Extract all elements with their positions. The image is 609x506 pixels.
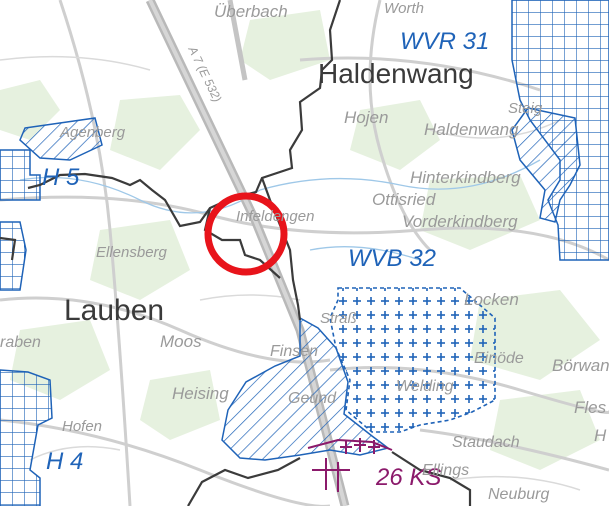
place-label-geund: Geund (288, 390, 337, 407)
place-label-hinterkindberg: Hinterkindberg (410, 168, 521, 187)
place-label-hofen: Hofen (62, 418, 103, 435)
place-label-einode: Einöde (474, 350, 524, 367)
place-label-ellings: Ellings (422, 462, 470, 479)
place-label-h-edge: H (594, 426, 607, 445)
place-label-uberbach: Überbach (214, 2, 288, 21)
place-label-ellensberg: Ellensberg (96, 244, 167, 261)
place-label-moos: Moos (160, 332, 202, 351)
place-label-borwang: Börwang (552, 356, 609, 375)
place-label-finsen: Finsen (270, 343, 319, 360)
place-label-infeldengen: Infeldengen (236, 208, 315, 225)
place-label-lauben: Lauben (64, 294, 165, 327)
plus-zone (329, 287, 496, 433)
place-label-ottisried: Ottisried (372, 190, 436, 209)
place-label-heising: Heising (172, 384, 229, 403)
place-label-fles: Fles (574, 398, 607, 417)
zone-label-wvb32: WVB 32 (348, 245, 437, 272)
place-label-steig: Steig (508, 100, 543, 117)
location-marker[interactable] (204, 192, 288, 276)
purple-zone (307, 438, 393, 492)
zone-label-h5: H 5 (42, 164, 80, 191)
place-label-vorderkindberg: Vorderkindberg (402, 212, 518, 231)
zone-label-wvr31: WVR 31 (400, 28, 490, 55)
place-label-haldenwang: Haldenwang (318, 58, 474, 89)
place-label-welding: Welding (396, 378, 454, 395)
place-label-locken: Locken (464, 290, 519, 309)
place-label-neuburg: Neuburg (488, 486, 550, 503)
place-label-raben: raben (0, 334, 41, 351)
zone-label-26ks: 26 KS (376, 464, 442, 491)
place-label-worth: Worth (384, 0, 425, 17)
place-label-agenberg: Agenberg (60, 124, 126, 141)
place-label-hojen: Hojen (344, 108, 389, 127)
place-label-haldenwang-small: Haldenwang (424, 120, 519, 139)
place-label-staudach: Staudach (452, 434, 520, 451)
place-label-strass: Straß (320, 310, 357, 327)
zone-label-h4: H 4 (46, 448, 84, 475)
